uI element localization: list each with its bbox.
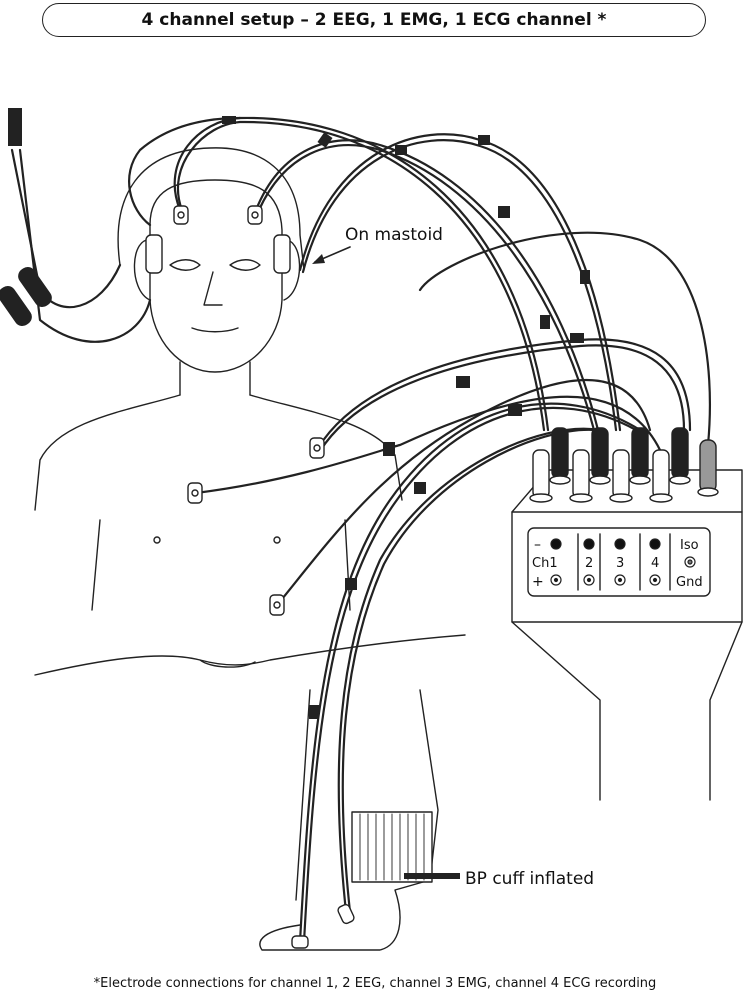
waist-line — [199, 659, 256, 668]
emg-wire-1 — [298, 402, 642, 944]
neck — [179, 361, 251, 396]
emg-wire-1b — [302, 406, 638, 944]
electrode-setup-diagram: On mastoid BP cuff inflated – Ch1 + 2 3 … — [0, 108, 743, 951]
eeg-wire-2b — [257, 144, 596, 432]
electrode-scalp-right — [247, 205, 263, 225]
bed-sheet — [34, 634, 466, 676]
electrode-mastoid-right — [273, 234, 291, 274]
eeg-wire-1b — [176, 120, 546, 432]
bp-cuff-stripes — [359, 813, 425, 881]
right-shoulder — [249, 394, 403, 501]
leg-outline-left — [295, 689, 311, 901]
mastoid-label: On mastoid — [345, 225, 443, 245]
left-arm-line — [91, 519, 101, 611]
plug-ch4-plus — [652, 449, 670, 499]
right-eye — [229, 259, 261, 271]
ground-wire — [418, 231, 711, 447]
electrodes — [145, 205, 355, 949]
electrode-mastoid-left — [145, 234, 163, 274]
diagram-title: 4 channel setup – 2 EEG, 1 EMG, 1 ECG ch… — [42, 3, 706, 37]
panel-sockets — [550, 538, 696, 586]
electrode-scalp-left — [173, 205, 189, 225]
electrode-ankle — [337, 903, 355, 925]
panel-ch4: 4 — [651, 556, 659, 571]
electrode-chest-left — [187, 482, 203, 504]
eeg-wire-mastoid-b — [301, 139, 618, 432]
left-eye — [169, 259, 201, 271]
plug-ch1-minus — [551, 427, 569, 479]
amp-panel — [527, 527, 711, 597]
amplifier-panel-labels: – Ch1 + 2 3 4 Iso Gnd — [532, 537, 703, 590]
plug-ch3-plus — [612, 449, 630, 499]
left-nipple — [153, 536, 161, 544]
electrode-foot — [291, 935, 309, 949]
right-nipple — [273, 536, 281, 544]
amplifier-plugs — [529, 427, 719, 503]
electrode-chest-upper — [309, 437, 325, 459]
nose — [203, 271, 223, 306]
hair-outline — [117, 147, 305, 271]
ecg-wire-2 — [194, 395, 662, 495]
amp-front — [511, 511, 743, 623]
plug-ch1-plus — [532, 449, 550, 499]
plug-iso-gnd — [699, 439, 717, 493]
ecg-wire-1 — [316, 338, 692, 450]
left-shoulder — [34, 394, 181, 511]
bp-cuff-label: BP cuff inflated — [465, 869, 594, 889]
emg-wire-2b — [341, 428, 598, 914]
leg-outline-right — [259, 689, 439, 951]
panel-ch1: Ch1 — [532, 556, 558, 571]
torso — [34, 394, 466, 676]
panel-gnd: Gnd — [676, 575, 703, 590]
left-cable-c — [128, 116, 242, 227]
lead-wires — [10, 116, 711, 944]
emg-wire-2 — [337, 427, 602, 914]
mouth — [191, 327, 239, 333]
amplifier-box — [511, 469, 743, 801]
ecg-wire-3 — [276, 378, 652, 606]
left-cable-b — [18, 148, 152, 343]
wire-clips — [0, 108, 590, 879]
panel-ch2: 2 — [585, 556, 593, 571]
plug-ch3-minus — [631, 427, 649, 479]
eeg-wire-2 — [254, 139, 600, 432]
footnote: *Electrode connections for channel 1, 2 … — [93, 976, 657, 991]
panel-ch3: 3 — [616, 556, 624, 571]
panel-plus: + — [532, 574, 544, 590]
eeg-wire-1 — [173, 116, 550, 432]
panel-minus: – — [534, 537, 541, 553]
electrode-chest-lower — [269, 594, 285, 616]
plug-ch2-minus — [591, 427, 609, 479]
panel-iso: Iso — [680, 538, 699, 553]
plug-ch2-plus — [572, 449, 590, 499]
face-outline — [149, 179, 283, 373]
ecg-wire-1b — [318, 344, 686, 453]
amp-stand — [511, 621, 743, 801]
plug-ch4-minus — [671, 427, 689, 479]
